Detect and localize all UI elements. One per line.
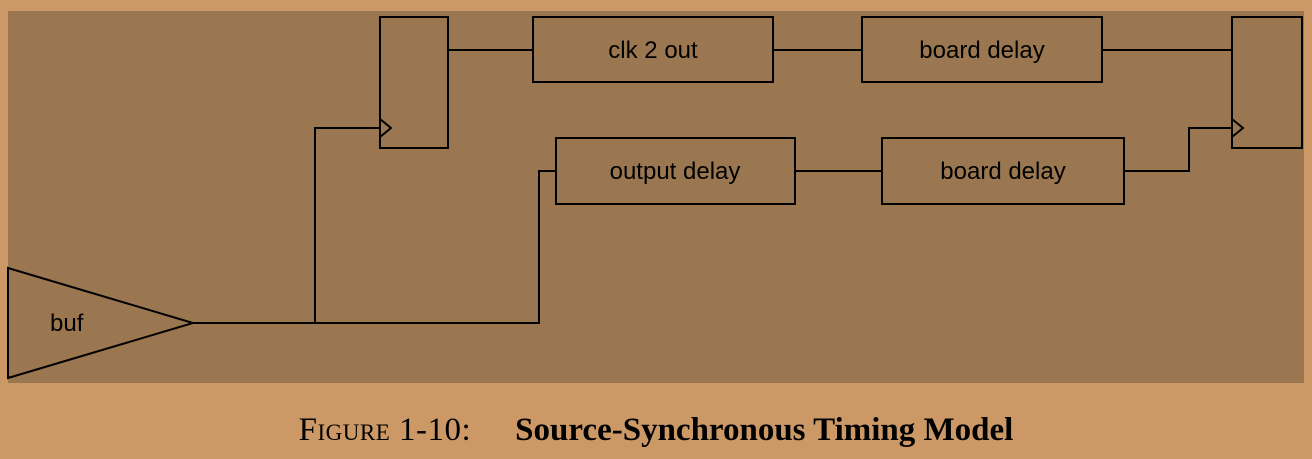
buffer-label: buf [50,310,84,337]
timing-model-diagram: buf clk 2 out board delay output delay b… [7,16,1303,380]
buffer-triangle [7,266,197,380]
output-delay-label: output delay [610,158,741,185]
clk-to-out-label: clk 2 out [608,37,698,64]
figure-number: Figure 1-10: [298,412,472,448]
destination-register [1231,16,1303,149]
board-delay-bottom-label: board delay [940,158,1065,185]
source-register-clock-marker [379,118,393,138]
figure-caption: Figure 1-10: Source-Synchronous Timing Mo… [0,412,1312,449]
source-register [379,16,449,149]
wire-buf-to-register-clock [193,127,380,324]
wire-board-delay-to-dest-clock [1124,127,1232,172]
wire-buf-to-output-delay [315,170,556,324]
diagram-panel [8,11,1304,383]
board-delay-top-label: board delay [919,37,1044,64]
destination-register-clock-marker [1231,118,1245,138]
figure-title: Source-Synchronous Timing Model [515,412,1014,448]
